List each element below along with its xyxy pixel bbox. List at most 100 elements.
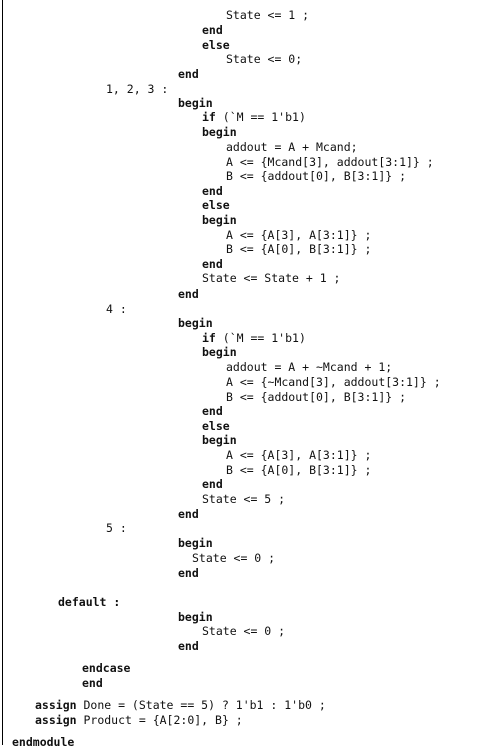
code-keyword: end bbox=[178, 566, 199, 580]
code-line: end bbox=[202, 184, 223, 198]
code-line: else bbox=[202, 198, 230, 212]
code-keyword: end bbox=[178, 639, 199, 653]
code-keyword: end bbox=[178, 287, 199, 301]
code-line: A <= {Mcand[3], addout[3:1]} ; bbox=[226, 155, 434, 169]
code-keyword: begin bbox=[202, 213, 237, 227]
code-text: B <= {addout[0], B[3:1]} ; bbox=[226, 390, 407, 404]
code-text: Product = {A[2:0], B} ; bbox=[76, 713, 243, 727]
code-text: (`M == 1'b1) bbox=[215, 110, 306, 124]
code-line: State <= 1 ; bbox=[226, 8, 309, 22]
code-text: State <= State + 1 ; bbox=[202, 271, 341, 285]
code-text: A <= {A[3], A[3:1]} ; bbox=[226, 228, 372, 242]
code-keyword: begin bbox=[202, 433, 237, 447]
code-line: end bbox=[202, 477, 223, 491]
code-line: State <= 0; bbox=[226, 52, 302, 66]
code-line: end bbox=[202, 23, 223, 37]
code-text: State <= 0 ; bbox=[192, 551, 276, 565]
code-keyword: if bbox=[202, 110, 216, 124]
code-line: State <= State + 1 ; bbox=[202, 271, 340, 285]
code-line: addout = A + ~Mcand + 1; bbox=[226, 360, 392, 374]
code-keyword: begin bbox=[202, 125, 237, 139]
code-line: end bbox=[178, 67, 199, 81]
code-line: endcase bbox=[82, 661, 130, 675]
code-keyword: begin bbox=[178, 610, 213, 624]
code-text: (`M == 1'b1) bbox=[215, 331, 306, 345]
code-text: addout = A + Mcand; bbox=[226, 140, 358, 154]
margin-rule bbox=[2, 0, 3, 745]
code-line: 5 : bbox=[106, 521, 127, 535]
code-line: begin bbox=[178, 316, 213, 330]
code-keyword: end bbox=[202, 184, 223, 198]
code-keyword: endmodule bbox=[12, 735, 75, 749]
code-line: if (`M == 1'b1) bbox=[202, 331, 306, 345]
code-keyword: else bbox=[202, 198, 230, 212]
code-text: A <= {~Mcand[3], addout[3:1]} ; bbox=[226, 375, 441, 389]
code-keyword: if bbox=[202, 331, 216, 345]
code-line: end bbox=[202, 404, 223, 418]
code-text: A <= {Mcand[3], addout[3:1]} ; bbox=[226, 155, 434, 169]
code-text: 1, 2, 3 : bbox=[106, 82, 169, 96]
code-keyword: begin bbox=[178, 316, 213, 330]
code-text: State <= 1 ; bbox=[226, 8, 310, 22]
code-line: begin bbox=[202, 433, 237, 447]
code-line: end bbox=[82, 676, 103, 690]
code-line: else bbox=[202, 419, 230, 433]
code-line: end bbox=[202, 257, 223, 271]
code-line: addout = A + Mcand; bbox=[226, 140, 358, 154]
code-line: begin bbox=[202, 125, 237, 139]
code-keyword: else bbox=[202, 38, 230, 52]
code-line: State <= 5 ; bbox=[202, 492, 285, 506]
code-text: A <= {A[3], A[3:1]} ; bbox=[226, 448, 372, 462]
code-keyword: end bbox=[202, 404, 223, 418]
code-keyword: begin bbox=[178, 536, 213, 550]
code-line: A <= {A[3], A[3:1]} ; bbox=[226, 448, 371, 462]
code-line: end bbox=[178, 507, 199, 521]
code-text: State <= 5 ; bbox=[202, 492, 286, 506]
code-line: B <= {addout[0], B[3:1]} ; bbox=[226, 169, 406, 183]
code-text: addout = A + ~Mcand + 1; bbox=[226, 360, 393, 374]
code-line: endmodule bbox=[12, 735, 74, 749]
code-keyword: assign bbox=[35, 698, 77, 712]
code-text: Done = (State == 5) ? 1'b1 : 1'b0 ; bbox=[76, 698, 326, 712]
code-text: B <= {addout[0], B[3:1]} ; bbox=[226, 169, 407, 183]
code-text: 4 : bbox=[106, 302, 127, 316]
code-text: B <= {A[0], B[3:1]} ; bbox=[226, 242, 372, 256]
code-keyword: end bbox=[202, 23, 223, 37]
code-text: State <= 0 ; bbox=[202, 624, 286, 638]
code-keyword: begin bbox=[178, 96, 213, 110]
code-line: begin bbox=[178, 610, 213, 624]
code-line: begin bbox=[178, 96, 213, 110]
code-keyword: end bbox=[82, 676, 103, 690]
code-line: end bbox=[178, 287, 199, 301]
code-line: begin bbox=[178, 536, 213, 550]
code-line: end bbox=[178, 566, 199, 580]
code-line: assign Product = {A[2:0], B} ; bbox=[35, 713, 243, 727]
code-keyword: endcase bbox=[82, 661, 131, 675]
code-keyword: end bbox=[178, 67, 199, 81]
code-keyword: default : bbox=[58, 595, 121, 609]
code-keyword: assign bbox=[35, 713, 77, 727]
code-line: if (`M == 1'b1) bbox=[202, 110, 306, 124]
code-line: A <= {A[3], A[3:1]} ; bbox=[226, 228, 371, 242]
code-line: A <= {~Mcand[3], addout[3:1]} ; bbox=[226, 375, 441, 389]
code-line: State <= 0 ; bbox=[202, 624, 285, 638]
code-line: B <= {A[0], B[3:1]} ; bbox=[226, 463, 371, 477]
code-line: else bbox=[202, 38, 230, 52]
code-keyword: end bbox=[202, 477, 223, 491]
code-line: begin bbox=[202, 345, 237, 359]
code-text: B <= {A[0], B[3:1]} ; bbox=[226, 463, 372, 477]
code-keyword: end bbox=[202, 257, 223, 271]
code-line: default : bbox=[58, 595, 120, 609]
code-line: 1, 2, 3 : bbox=[106, 82, 168, 96]
code-line: B <= {addout[0], B[3:1]} ; bbox=[226, 390, 406, 404]
code-line: begin bbox=[202, 213, 237, 227]
code-line: 4 : bbox=[106, 302, 127, 316]
code-text: State <= 0; bbox=[226, 52, 303, 66]
code-line: State <= 0 ; bbox=[192, 551, 275, 565]
code-keyword: else bbox=[202, 419, 230, 433]
code-line: assign Done = (State == 5) ? 1'b1 : 1'b0… bbox=[35, 698, 326, 712]
code-keyword: end bbox=[178, 507, 199, 521]
code-line: B <= {A[0], B[3:1]} ; bbox=[226, 242, 371, 256]
code-line: end bbox=[178, 639, 199, 653]
